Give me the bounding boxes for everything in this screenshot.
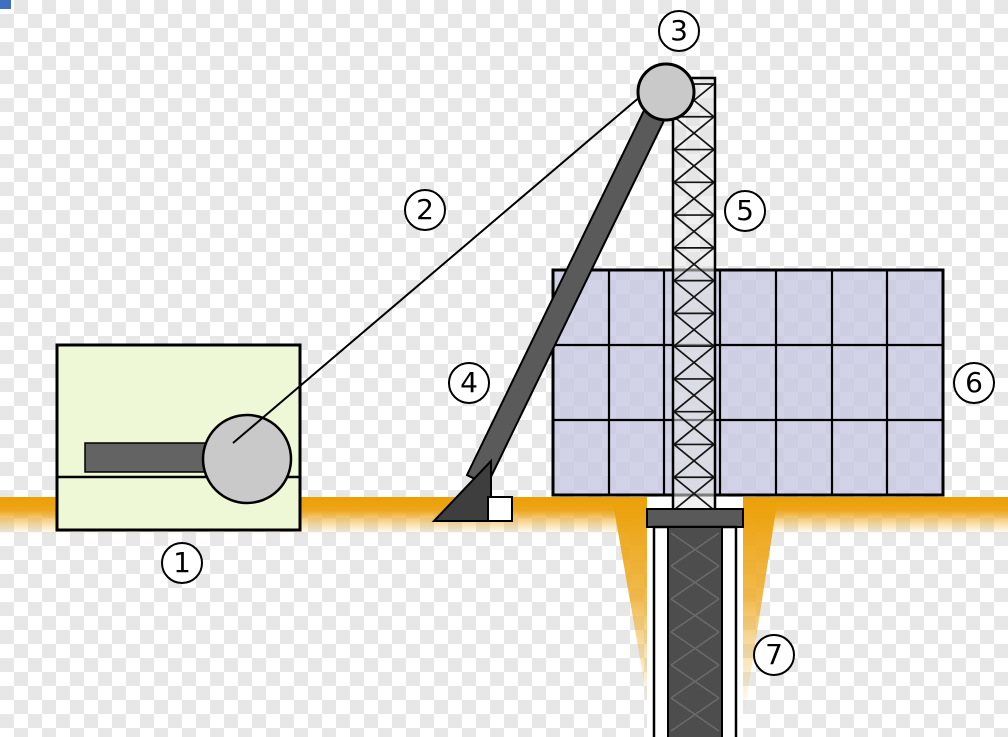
cable [232, 83, 656, 444]
mast [671, 76, 717, 516]
label-6: 6 [953, 362, 995, 404]
label-4: 4 [448, 362, 490, 404]
panel-grid-lines [553, 270, 943, 495]
label-7: 7 [753, 634, 795, 676]
borehole-collar [646, 508, 744, 528]
label-5: 5 [724, 190, 766, 232]
inclined-strut [431, 90, 675, 522]
drill-string-lattice [670, 532, 720, 732]
borehole [646, 508, 744, 737]
panel-wall-body [551, 268, 945, 497]
strut-foot-pad [487, 496, 513, 522]
winch-machine [55, 343, 302, 532]
corner-marker [0, 0, 11, 9]
label-3: 3 [658, 10, 700, 52]
mast-bracing [673, 83, 715, 511]
panel-wall [551, 268, 945, 497]
strut-foot [431, 458, 492, 522]
drill-string [667, 526, 723, 737]
label-1: 1 [161, 542, 203, 584]
pulley [636, 62, 696, 122]
winch-drum [201, 413, 293, 505]
label-2: 2 [404, 189, 446, 231]
